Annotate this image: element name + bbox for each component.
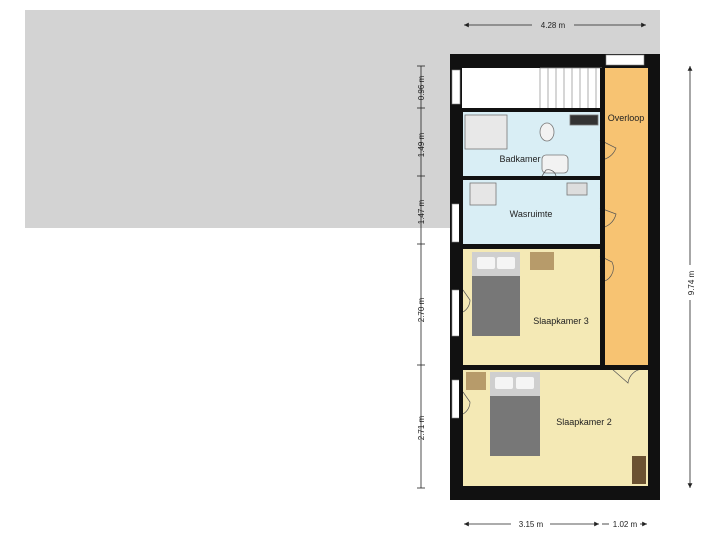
dim-1-49: 1.49 m (417, 132, 426, 157)
dimension-lines (417, 22, 693, 527)
room-label-wasruimte: Wasruimte (510, 209, 553, 219)
dim-top-width: 4.28 m (541, 21, 566, 30)
dim-bottom-left: 3.15 m (519, 520, 544, 529)
room-label-badkamer: Badkamer (499, 154, 540, 164)
room-label-slaapkamer-3: Slaapkamer 3 (533, 316, 589, 326)
room-overloop (605, 68, 648, 366)
washing-machine-icon (469, 182, 497, 206)
toilet-icon (539, 122, 555, 142)
interior-walls (459, 68, 650, 488)
bed-icon (472, 252, 554, 336)
stairs (539, 67, 602, 108)
dim-total-height: 9.74 m (687, 270, 696, 295)
shower-icon (464, 114, 508, 150)
bed-icon (466, 372, 646, 484)
cabinet-icon (569, 114, 599, 126)
room-label-slaapkamer-2: Slaapkamer 2 (556, 417, 612, 427)
dim-0-96: 0.96 m (417, 75, 426, 100)
utility-sink-icon (566, 182, 588, 196)
stairs-area (462, 68, 602, 108)
dim-2-70: 2.70 m (417, 297, 426, 322)
dim-bottom-right: 1.02 m (613, 520, 638, 529)
laundry-fixtures (469, 182, 588, 206)
bathroom-fixtures (464, 114, 599, 174)
dim-2-71: 2.71 m (417, 415, 426, 440)
room-label-overloop: Overloop (608, 113, 645, 123)
windows (451, 54, 645, 419)
dim-1-47: 1.47 m (417, 199, 426, 224)
